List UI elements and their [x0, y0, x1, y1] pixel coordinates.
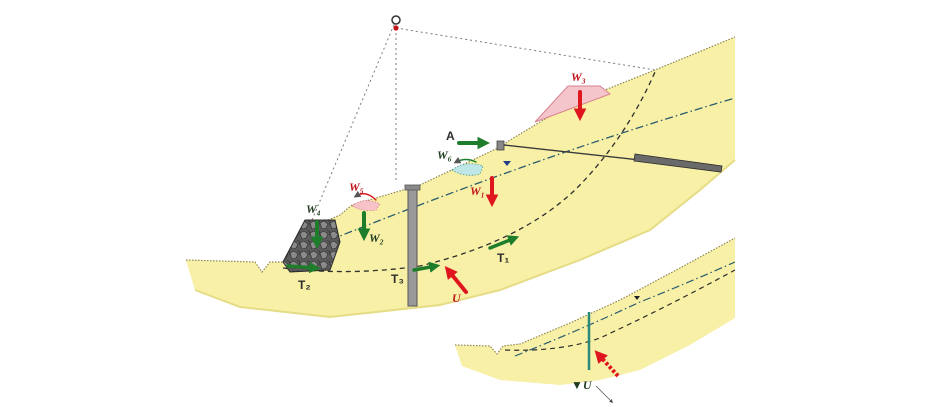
- pile-cap: [404, 184, 421, 191]
- arrow-w5: [353, 190, 377, 201]
- detail-soil: [455, 238, 735, 385]
- label-t3: T₃: [391, 272, 404, 286]
- arrow-w6: [453, 156, 477, 164]
- water-level-marker-icon: [503, 161, 511, 166]
- detail-slip-surface: [504, 269, 736, 351]
- rotation-centre-icon: [391, 15, 401, 25]
- force-labels: W₃ A W₆ W₅ W₁ W₄ W₂ T₂ T₃ T₁ U: [298, 70, 586, 305]
- detail-water-marker-icon: [634, 296, 640, 300]
- arrow-t1: [488, 235, 520, 250]
- arrow-u: [444, 266, 468, 294]
- label-t2: T₂: [298, 278, 311, 292]
- detail-dimension-line: [595, 385, 614, 404]
- water-table: [329, 97, 736, 241]
- w6-patch: [451, 163, 484, 176]
- detail-water-table: [514, 261, 736, 357]
- label-u-main: U: [452, 291, 462, 305]
- label-t1: T₁: [497, 251, 509, 265]
- detail-ground-surface: [454, 237, 736, 355]
- label-w5: W₅: [349, 180, 364, 194]
- slip-surface: [282, 71, 656, 273]
- soil-lower-edge: [194, 159, 736, 319]
- w5-patch: [351, 200, 381, 211]
- surcharge-load: [534, 85, 612, 123]
- arrow-t2: [286, 261, 321, 274]
- pile: [407, 187, 418, 307]
- label-w2: W₂: [369, 231, 384, 245]
- label-u-detail: ▼U: [571, 378, 593, 392]
- soil-mass: [186, 37, 735, 317]
- rotation-construction-lines: [295, 19, 656, 259]
- label-w4: W₄: [306, 202, 321, 216]
- detail-inset: ▼U: [454, 237, 736, 404]
- label-a: A: [446, 129, 455, 143]
- label-w6: W₆: [437, 148, 452, 162]
- label-w3: W₃: [571, 70, 586, 84]
- ground-anchor: [496, 140, 723, 173]
- rock-toe-wall: [282, 219, 341, 273]
- label-w1: W₁: [470, 184, 485, 198]
- force-arrows: [286, 90, 587, 294]
- arrow-t3: [412, 261, 441, 273]
- main-slope: [185, 36, 736, 319]
- rotation-centre-dot-icon: [393, 25, 399, 31]
